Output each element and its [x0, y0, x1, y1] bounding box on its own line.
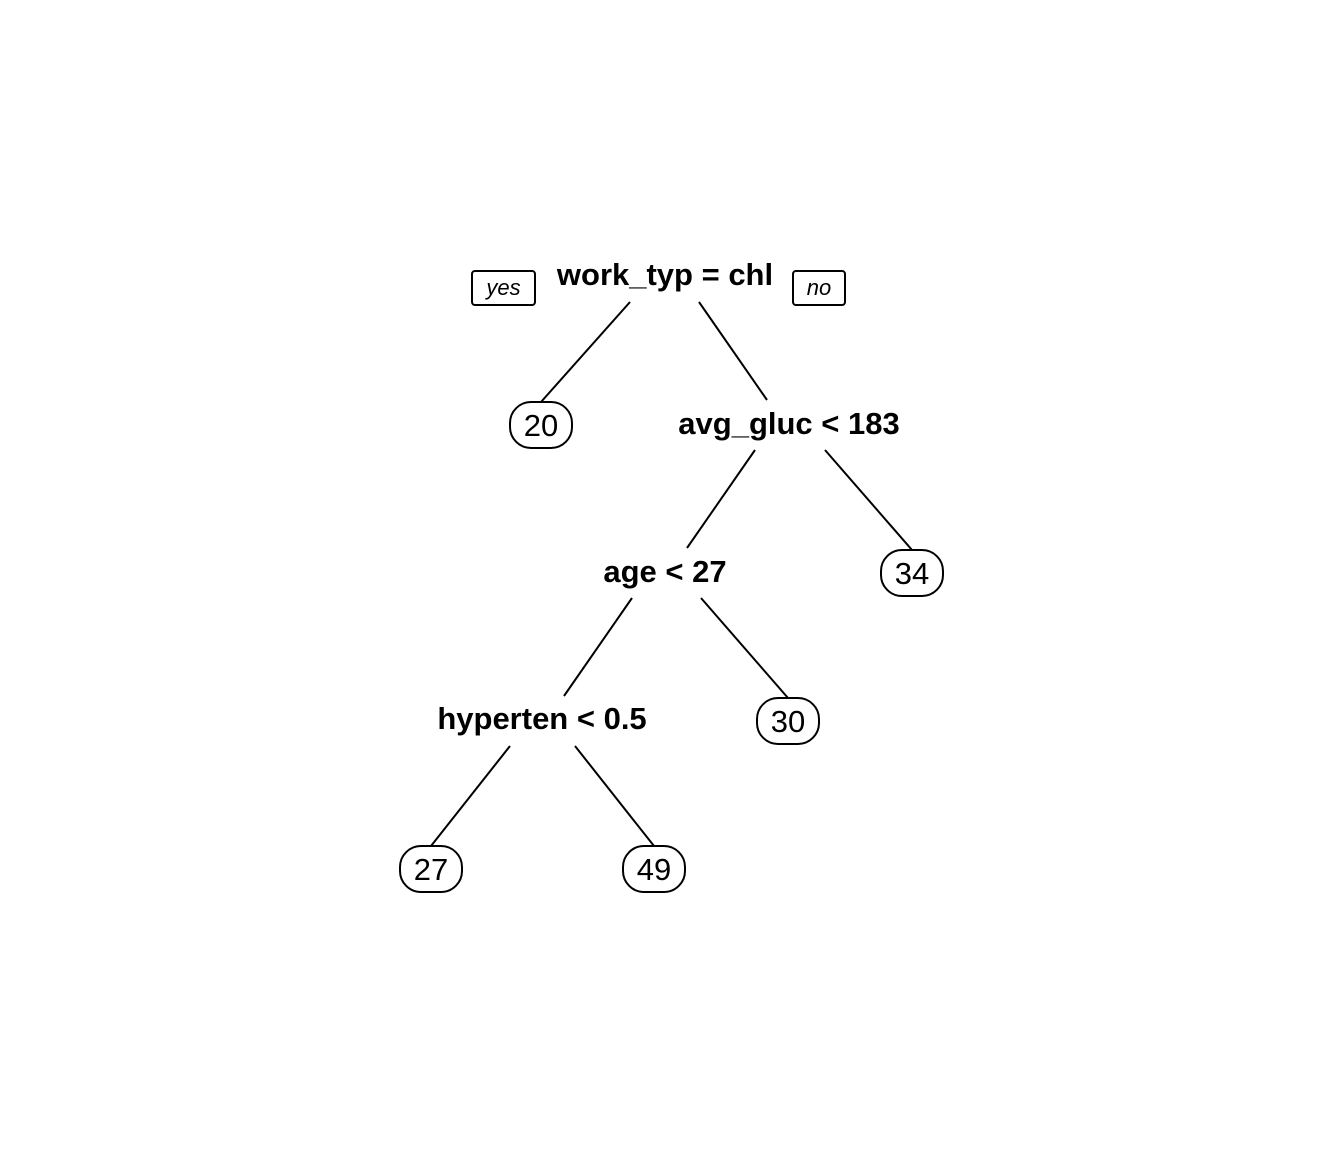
leaf-node-20: 20 — [509, 401, 573, 449]
edge-hyperten-to-leaf-49 — [574, 745, 655, 847]
svg-text:49: 49 — [637, 852, 671, 887]
svg-text:yes: yes — [484, 275, 520, 300]
svg-text:20: 20 — [524, 408, 558, 443]
yes-branch-label: yes — [471, 270, 536, 306]
edge-root-to-leaf-20 — [540, 301, 631, 403]
edge-root-to-avg-gluc — [698, 301, 768, 401]
edge-age-to-hyperten — [563, 597, 633, 697]
edge-hyperten-to-leaf-27 — [430, 745, 511, 847]
svg-text:no: no — [807, 275, 831, 300]
svg-text:30: 30 — [771, 704, 805, 739]
edge-avg-gluc-to-age — [686, 449, 756, 549]
leaf-node-49: 49 — [622, 845, 686, 893]
edge-age-to-leaf-30 — [700, 597, 789, 699]
svg-text:34: 34 — [895, 556, 929, 591]
svg-text:27: 27 — [414, 852, 448, 887]
leaf-node-27: 27 — [399, 845, 463, 893]
split-node-root: work_typ = chl — [556, 257, 773, 292]
no-branch-label: no — [792, 270, 846, 306]
leaf-node-34: 34 — [880, 549, 944, 597]
edge-avg-gluc-to-leaf-34 — [824, 449, 913, 551]
leaf-node-30: 30 — [756, 697, 820, 745]
split-node-avg-gluc: avg_gluc < 183 — [678, 406, 899, 441]
split-node-age: age < 27 — [603, 554, 726, 589]
split-node-hyperten: hyperten < 0.5 — [437, 701, 646, 736]
